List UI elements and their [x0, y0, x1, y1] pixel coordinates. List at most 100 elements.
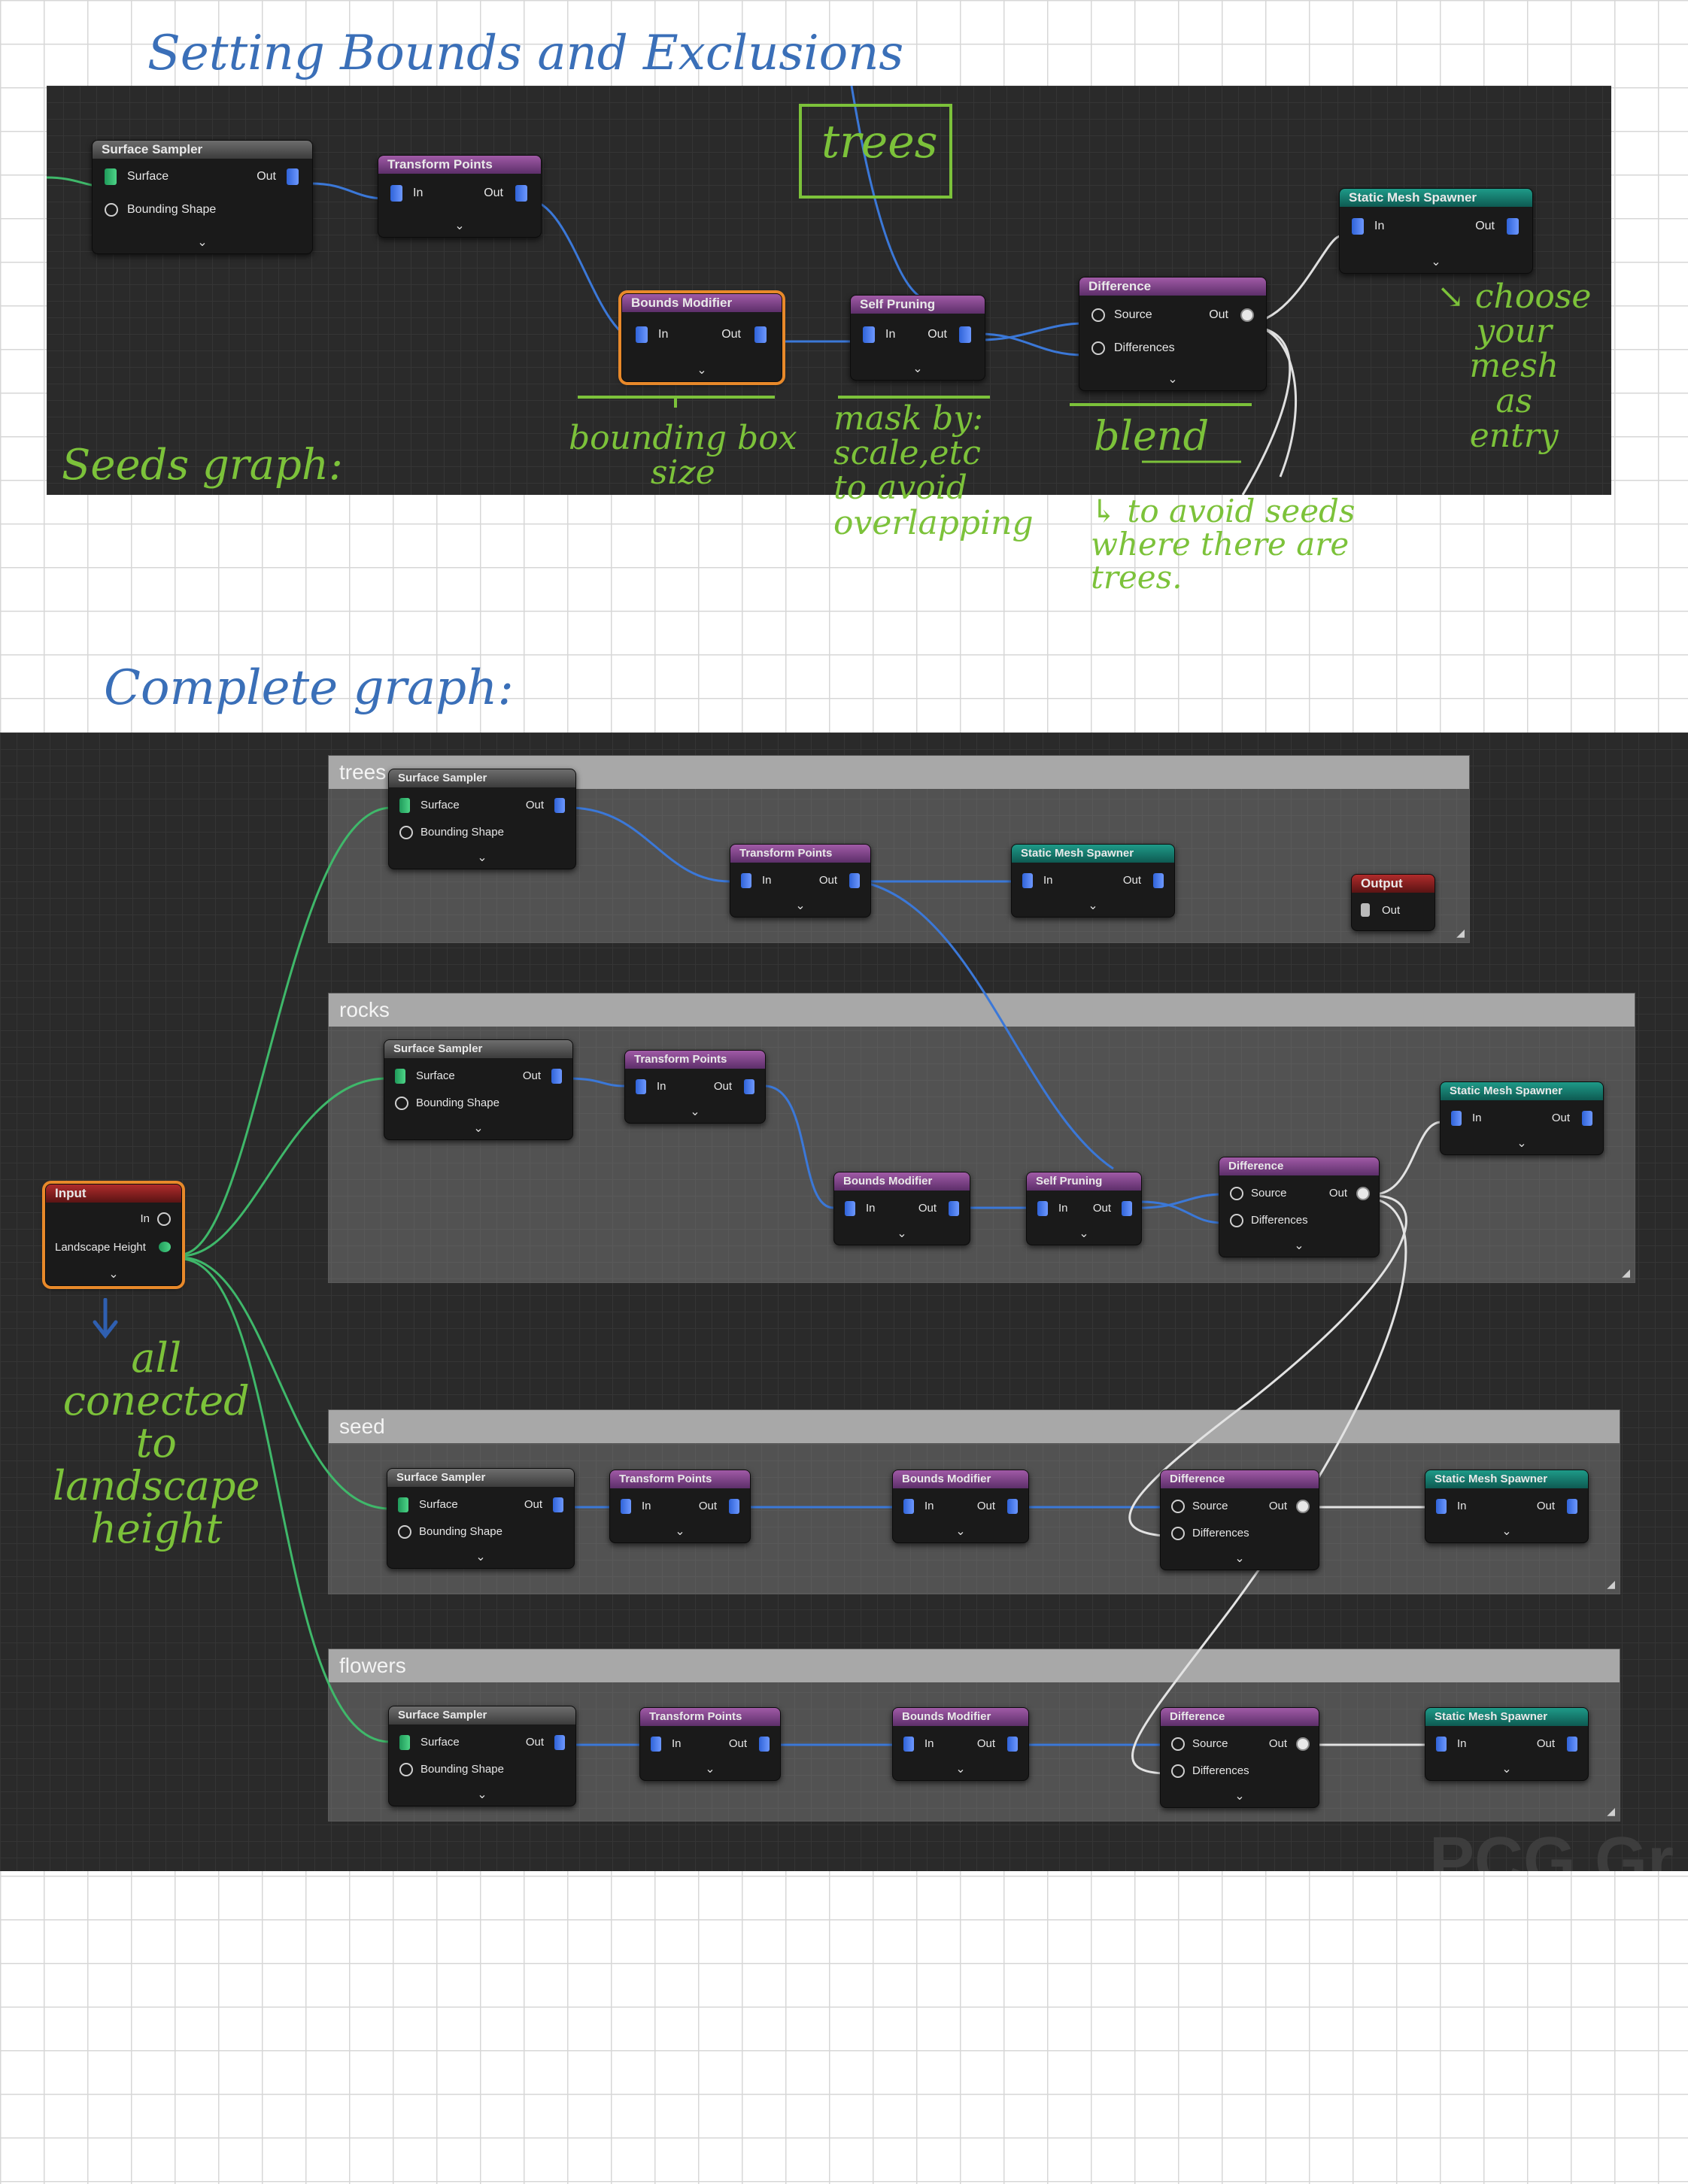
chevron-down-icon[interactable]: ⌄ [1516, 1137, 1527, 1150]
bounding-pin-icon[interactable] [105, 203, 118, 217]
chevron-down-icon[interactable]: ⌄ [690, 1106, 700, 1118]
in-pin-icon[interactable] [621, 1499, 631, 1514]
out-pin-icon[interactable] [554, 1735, 565, 1750]
complete-graph-panel[interactable]: trees ◢ rocks ◢ seed ◢ flowers ◢ [0, 733, 1688, 1871]
chevron-down-icon[interactable]: ⌄ [1234, 1552, 1245, 1565]
out-pin-icon[interactable] [849, 873, 860, 888]
chevron-down-icon[interactable]: ⌄ [955, 1763, 966, 1776]
chevron-down-icon[interactable]: ⌄ [477, 1788, 487, 1801]
seeds-surface-sampler-node[interactable]: Surface Sampler Surface Out Bounding Sha… [92, 140, 313, 254]
in-pin-icon[interactable] [1436, 1499, 1447, 1514]
resize-handle-icon[interactable]: ◢ [1607, 1578, 1615, 1590]
in-pin-icon[interactable] [903, 1737, 914, 1752]
surface-pin-icon[interactable] [395, 1069, 405, 1084]
chevron-down-icon[interactable]: ⌄ [1294, 1239, 1304, 1252]
seeds-difference-node[interactable]: Difference Source Out Differences ⌄ [1079, 277, 1267, 391]
in-pin-icon[interactable] [651, 1737, 661, 1752]
chevron-down-icon[interactable]: ⌄ [795, 899, 806, 912]
surface-pin-icon[interactable] [105, 168, 117, 185]
chevron-down-icon[interactable]: ⌄ [1234, 1790, 1245, 1803]
out-pin-icon[interactable] [1122, 1201, 1132, 1216]
chevron-down-icon[interactable]: ⌄ [1501, 1525, 1512, 1538]
in-pin-icon[interactable] [1352, 218, 1364, 235]
chevron-down-icon[interactable]: ⌄ [1079, 1227, 1089, 1240]
differences-pin-icon[interactable] [1230, 1214, 1243, 1227]
out-pin-icon[interactable] [744, 1079, 754, 1094]
out-pin-icon[interactable] [1240, 308, 1254, 322]
chevron-down-icon[interactable]: ⌄ [1088, 899, 1098, 912]
differences-pin-icon[interactable] [1171, 1764, 1185, 1778]
out-pin-icon[interactable] [754, 326, 767, 343]
input-node[interactable]: Input In Landscape Height ⌄ [45, 1184, 182, 1286]
out-pin-icon[interactable] [515, 185, 527, 202]
out-pin-icon[interactable] [551, 1069, 562, 1084]
surface-pin-icon[interactable] [398, 1497, 408, 1512]
out-pin-icon[interactable] [959, 326, 971, 343]
out-pin-icon[interactable] [759, 1737, 770, 1752]
source-pin-icon[interactable] [1171, 1737, 1185, 1751]
seeds-graph-panel[interactable]: Surface Sampler Surface Out Bounding Sha… [47, 86, 1611, 495]
source-pin-icon[interactable] [1171, 1500, 1185, 1513]
seeds-transform-points-node[interactable]: Transform Points In Out ⌄ [378, 155, 542, 238]
out-pin-icon[interactable] [1007, 1737, 1018, 1752]
in-pin-icon[interactable] [1436, 1737, 1447, 1752]
output-node[interactable]: Output Out [1351, 874, 1435, 931]
source-pin-icon[interactable] [1230, 1187, 1243, 1200]
resize-handle-icon[interactable]: ◢ [1456, 927, 1465, 939]
landscape-pin-icon[interactable] [159, 1242, 171, 1252]
chevron-down-icon[interactable]: ⌄ [697, 364, 707, 377]
in-pin-icon[interactable] [741, 873, 751, 888]
out-pin-icon[interactable] [1153, 873, 1164, 888]
chevron-down-icon[interactable]: ⌄ [955, 1525, 966, 1538]
in-pin-icon[interactable] [863, 326, 875, 343]
resize-handle-icon[interactable]: ◢ [1607, 1805, 1615, 1817]
resize-handle-icon[interactable]: ◢ [1622, 1266, 1630, 1279]
chevron-down-icon[interactable]: ⌄ [675, 1525, 685, 1538]
differences-pin-icon[interactable] [1091, 341, 1105, 355]
in-pin-icon[interactable] [845, 1201, 855, 1216]
in-pin-icon[interactable] [903, 1499, 914, 1514]
bounding-pin-icon[interactable] [398, 1525, 411, 1539]
chevron-down-icon[interactable]: ⌄ [897, 1227, 907, 1240]
out-pin-icon[interactable] [1007, 1499, 1018, 1514]
out-pin-icon[interactable] [949, 1201, 959, 1216]
in-pin-icon[interactable] [390, 185, 402, 202]
in-pin-icon[interactable] [636, 1079, 646, 1094]
chevron-down-icon[interactable]: ⌄ [1501, 1763, 1512, 1776]
in-pin-icon[interactable] [1451, 1111, 1462, 1126]
out-pin-icon[interactable] [1582, 1111, 1592, 1126]
out-pin-icon[interactable] [1507, 218, 1519, 235]
chevron-down-icon[interactable]: ⌄ [705, 1763, 715, 1776]
in-pin-icon[interactable] [1037, 1201, 1048, 1216]
seeds-bounds-modifier-node[interactable]: Bounds Modifier In Out ⌄ [621, 293, 782, 382]
bounding-pin-icon[interactable] [395, 1097, 408, 1110]
out-pin-icon[interactable] [729, 1499, 739, 1514]
in-pin-icon[interactable] [157, 1212, 171, 1226]
seeds-static-mesh-spawner-node[interactable]: Static Mesh Spawner In Out ⌄ [1339, 188, 1533, 274]
chevron-down-icon[interactable]: ⌄ [473, 1122, 484, 1135]
chevron-down-icon[interactable]: ⌄ [477, 851, 487, 864]
source-pin-icon[interactable] [1091, 308, 1105, 322]
out-pin-icon[interactable] [1567, 1499, 1577, 1514]
differences-pin-icon[interactable] [1171, 1527, 1185, 1540]
out-pin-icon[interactable] [1296, 1737, 1310, 1751]
out-pin-icon[interactable] [1567, 1737, 1577, 1752]
bounding-pin-icon[interactable] [399, 826, 413, 839]
